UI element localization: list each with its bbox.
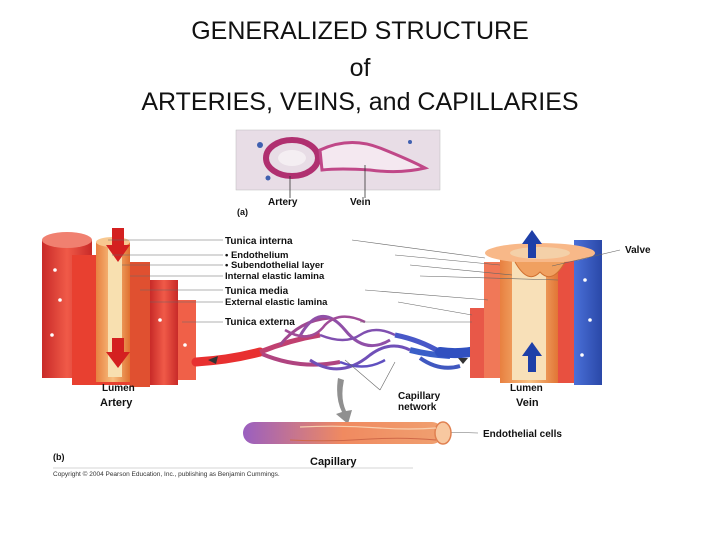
zoom-arrow-icon	[336, 378, 352, 424]
label-external-elastic: External elastic lamina	[225, 297, 328, 308]
artery-label: Artery	[100, 397, 133, 409]
micrograph-panel	[235, 129, 441, 198]
capillary-network-label-2: network	[398, 402, 437, 413]
panel-b-label: (b)	[53, 452, 65, 462]
artery-flow-arrow-top	[106, 228, 130, 262]
vein-flow-arrow-bottom	[522, 342, 542, 372]
label-endothelium: • Endothelium	[225, 250, 289, 261]
vein-flow-arrow-top	[522, 230, 542, 258]
panel-a-label: (a)	[237, 207, 248, 217]
artery-flow-arrow-bottom	[106, 338, 130, 368]
flow-arrowhead-left	[208, 356, 218, 364]
layer-labels: Tunica interna • Endothelium • Subendoth…	[225, 236, 328, 328]
capillary-tube	[243, 421, 452, 445]
vein-lumen-label: Lumen	[510, 383, 543, 394]
label-tunica-media: Tunica media	[225, 286, 289, 297]
capillary-network-label-1: Capillary	[398, 391, 441, 402]
copyright-text: Copyright © 2004 Pearson Education, Inc.…	[53, 470, 280, 478]
capillary-label: Capillary	[310, 456, 357, 468]
title-line-2: of	[349, 54, 371, 82]
title-line-3: ARTERIES, VEINS, and CAPILLARIES	[141, 88, 579, 116]
label-tunica-interna: Tunica interna	[225, 236, 293, 247]
micrograph-artery-label: Artery	[268, 197, 298, 208]
endothelial-cells-label: Endothelial cells	[483, 429, 562, 440]
micrograph-vein-label: Vein	[350, 197, 371, 208]
valve-label: Valve	[625, 245, 651, 256]
artery-lumen-label: Lumen	[102, 383, 135, 394]
leader-lines	[108, 239, 621, 434]
vein-label: Vein	[516, 397, 539, 409]
label-subendothelial: • Subendothelial layer	[225, 260, 324, 271]
label-tunica-externa: Tunica externa	[225, 317, 295, 328]
flow-arrowhead-right	[458, 358, 468, 364]
label-internal-elastic: Internal elastic lamina	[225, 271, 325, 282]
title-line-1: GENERALIZED STRUCTURE	[191, 17, 529, 45]
capillary-network	[191, 314, 485, 371]
